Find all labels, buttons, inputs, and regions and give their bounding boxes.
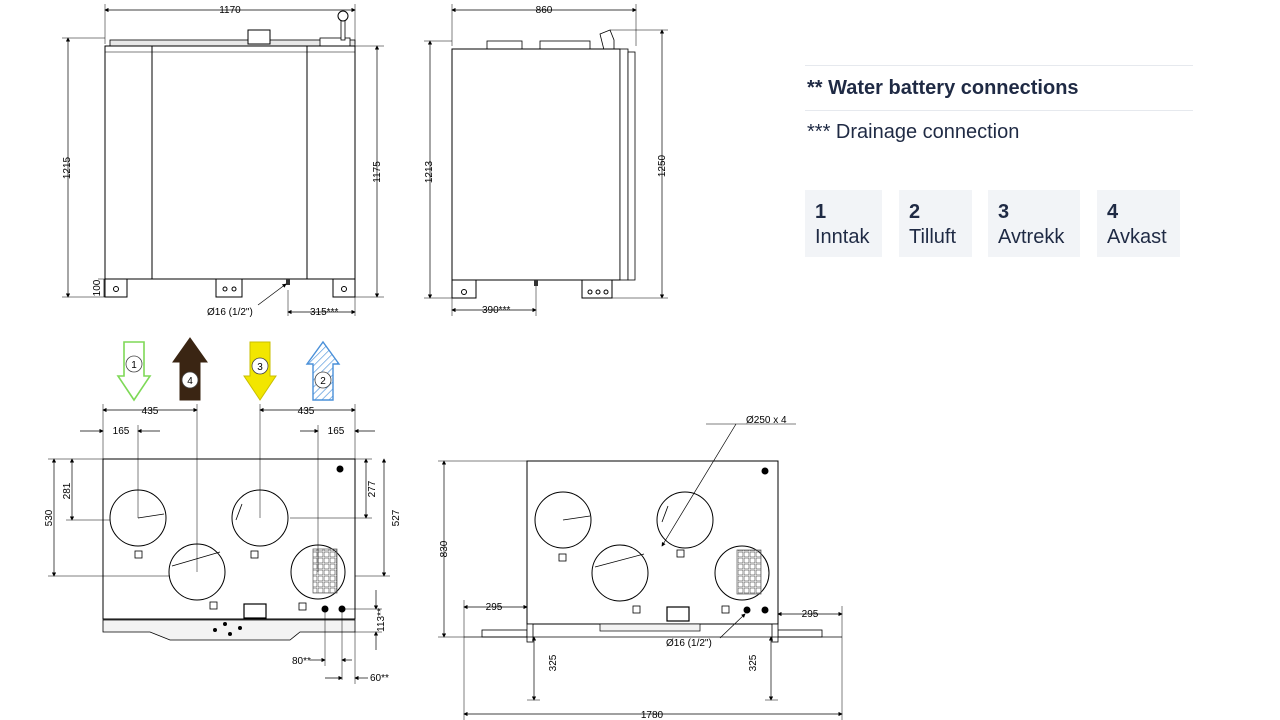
water-battery-note: ** Water battery connections [807,77,1079,99]
side-height-total-label: 1250 [657,154,668,177]
side-depth-label: 860 [536,5,553,16]
front-width-label: 1170 [219,5,241,16]
legend-item-avkast: 4 Avkast [1097,190,1180,257]
tvl-depth-total-label: 530 [44,509,55,526]
airflow-arrow-3: 3 [243,341,277,401]
tvl-spacing-left-label: 435 [142,406,159,417]
legend-label: Tilluft [909,226,957,248]
tvr-bracket-height-right-label: 325 [748,654,759,671]
airflow-arrow-1-number: 1 [131,360,137,371]
front-feet-height-label: 100 [92,279,103,296]
airflow-arrow-4-number: 4 [187,376,193,387]
front-height-total-label: 1215 [62,156,73,179]
tvl-spacing-right-label: 435 [298,406,315,417]
legend-number: 4 [1107,201,1119,223]
legend-number: 1 [815,201,827,223]
notes-panel: ** Water battery connections *** Drainag… [805,65,1193,156]
side-drain-offset-label: 390*** [482,305,510,316]
legend-item-tilluft: 2 Tilluft [899,190,972,257]
airflow-arrows: 1 4 3 2 [116,337,341,402]
airflow-arrow-2-number: 2 [320,376,326,387]
tvl-offset-right-label: 165 [328,426,345,437]
airflow-arrow-1: 1 [116,341,152,402]
tvr-drain-diameter-label: Ø16 (1/2") [666,638,712,649]
tvl-water-spacing-label: 80** [292,656,311,667]
tvr-bracket-right-label: 295 [802,609,819,620]
tvr-width-total-label: 1780 [641,710,664,720]
airflow-arrow-3-number: 3 [257,362,263,373]
side-view-labels: 860 1213 1250 390*** [424,5,668,316]
airflow-arrow-4: 4 [172,337,208,401]
tvr-bracket-height-left-label: 325 [548,654,559,671]
tvl-depth-right-label: 277 [367,480,378,497]
legend-label: Inntak [815,226,870,248]
tvl-offset-left-label: 165 [113,426,130,437]
front-drain-diameter-label: Ø16 (1/2") [207,307,253,318]
top-view-right-labels: Ø250 x 4 830 Ø16 (1/2") 295 295 325 325 … [439,415,819,720]
legend-item-inntak: 1 Inntak [805,190,882,257]
divider [805,110,1193,111]
front-drain-offset-label: 315*** [310,307,338,318]
airflow-arrow-2: 2 [305,340,341,401]
legend-label: Avkast [1107,226,1167,248]
front-view [62,4,384,316]
tvr-depth-total-label: 830 [439,540,450,557]
top-view-left [48,404,390,684]
front-view-labels: 1170 1215 1175 100 Ø16 (1/2") 315*** [62,5,383,318]
front-height-body-label: 1175 [372,161,383,183]
tvl-depth-right-total-label: 527 [391,509,402,526]
legend-label: Avtrekk [998,226,1065,248]
side-view [424,4,668,316]
tvr-bracket-left-label: 295 [486,602,503,613]
top-view-left-labels: 435 435 165 165 530 281 277 527 113** 80… [44,406,402,684]
legend-number: 2 [909,201,921,223]
legend-number: 3 [998,201,1010,223]
side-height-body-label: 1213 [424,160,435,183]
legend-item-avtrekk: 3 Avtrekk [988,190,1080,257]
tvl-depth-left-label: 281 [62,482,73,499]
tvl-water-height-label: 113** [376,608,387,632]
tvr-duct-size-label: Ø250 x 4 [746,415,787,426]
drainage-note: *** Drainage connection [807,121,1020,143]
tvl-water-offset-label: 60** [370,673,389,684]
divider [805,65,1193,66]
top-view-right [438,423,843,720]
